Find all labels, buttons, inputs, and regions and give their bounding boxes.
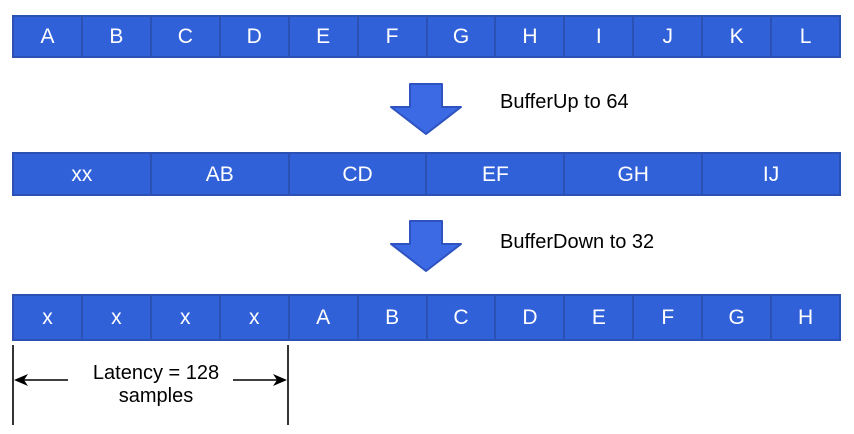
buffer-cell: xx	[71, 162, 93, 186]
latency-label-line2: samples	[118, 385, 194, 407]
right-arrowhead-icon	[273, 374, 287, 386]
buffer-cell: CD	[287, 154, 426, 194]
buffer-cell: x	[218, 296, 288, 339]
buffer-cell: F	[632, 296, 701, 339]
buffer-cell: G	[701, 296, 770, 339]
buffer-cell: B	[356, 296, 426, 339]
buffer-cell: EF	[425, 154, 563, 194]
left-arrowhead-icon	[14, 374, 28, 386]
bufferup-step-label: BufferUp to 64	[500, 91, 629, 113]
latency-span-annotation	[12, 345, 289, 425]
buffer-cell: I	[563, 17, 632, 56]
buffer-cell: x	[80, 296, 150, 339]
buffer-cell: E	[287, 17, 357, 56]
buffer-cell: H	[770, 296, 839, 339]
buffer-cell: x	[42, 306, 53, 329]
buffer-cell: AB	[149, 154, 288, 194]
buffer-cell: D	[218, 17, 288, 56]
bufferdown-step-label: BufferDown to 32	[500, 231, 655, 253]
buffer-cell: C	[425, 296, 495, 339]
latency-label-line1: Latency = 128	[92, 362, 220, 384]
buffer-cell: x	[149, 296, 219, 339]
buffer-cell: GH	[563, 154, 701, 194]
buffer-cell: H	[494, 17, 563, 56]
latency-label: Latency = 128 samples	[50, 362, 262, 408]
buffer-cell: G	[425, 17, 495, 56]
buffer-cell: E	[563, 296, 632, 339]
buffer-cell: F	[356, 17, 426, 56]
buffer-cell: K	[701, 17, 770, 56]
down-arrow-icon	[390, 83, 462, 135]
buffer-cell: IJ	[701, 154, 839, 194]
buffer-cell: L	[770, 17, 839, 56]
buffer-cell: D	[494, 296, 563, 339]
down-arrow-icon	[390, 220, 462, 272]
buffer-cell: A	[287, 296, 357, 339]
buffer-cell: C	[149, 17, 219, 56]
buffer-cell: B	[80, 17, 150, 56]
buffer-cell: A	[40, 25, 55, 48]
buffer-cell: J	[632, 17, 701, 56]
